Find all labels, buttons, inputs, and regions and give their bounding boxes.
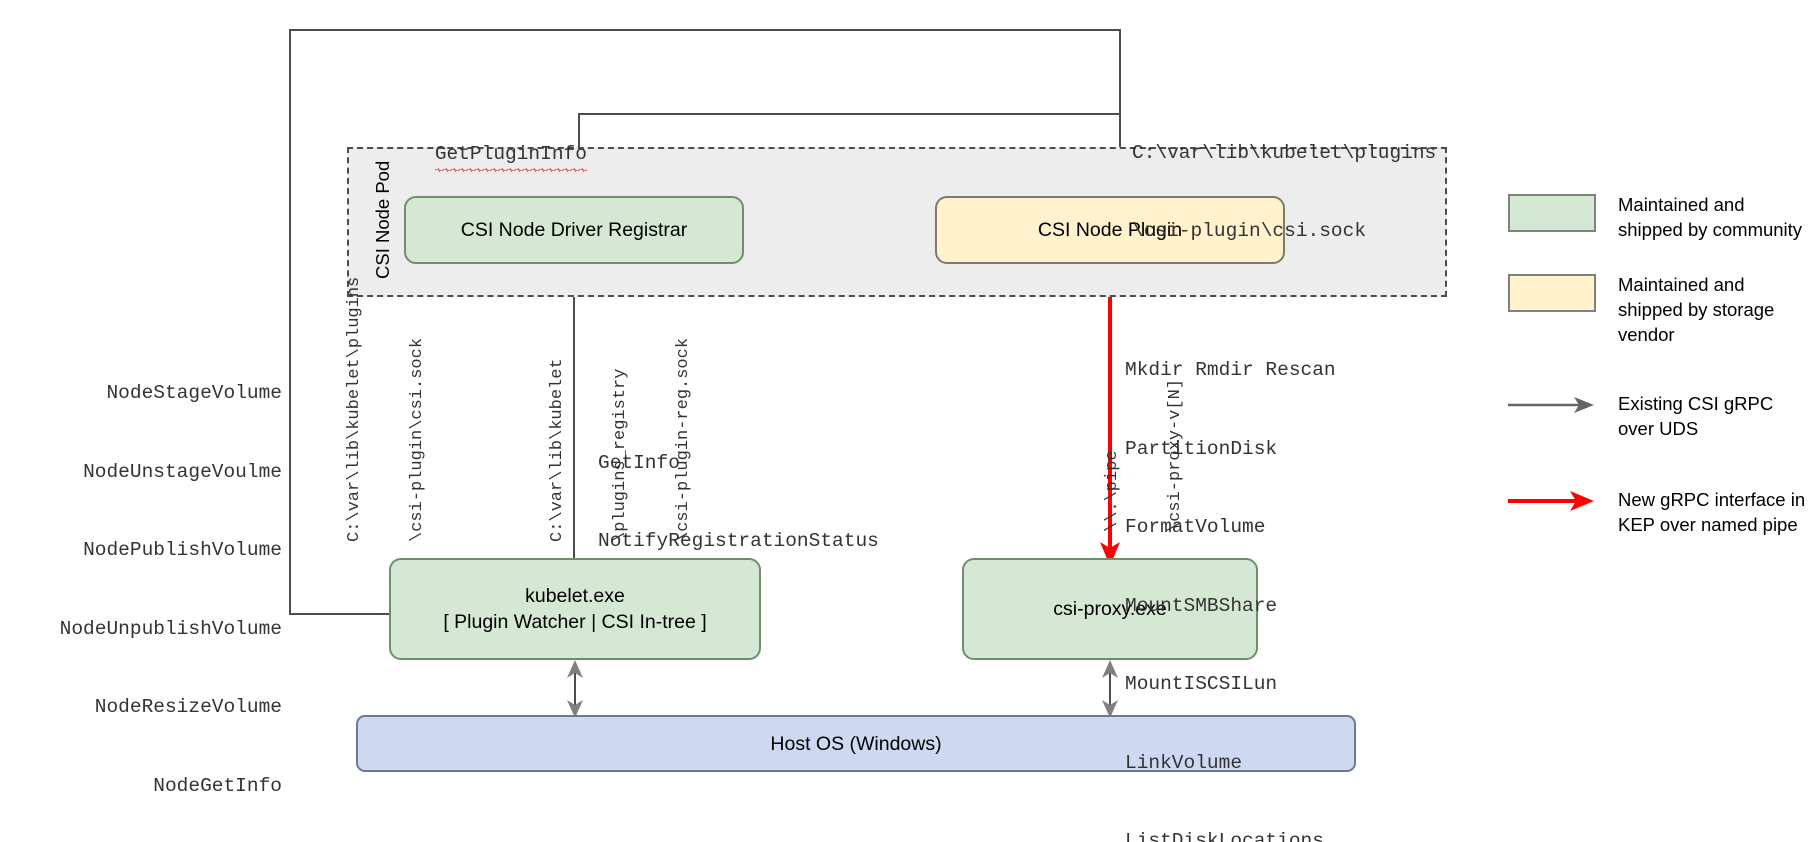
connector-csiproxy-hostos: [1109, 668, 1111, 712]
label-csi-sock-path-line1: C:\var\lib\kubelet\plugins: [1132, 142, 1437, 164]
label-csi-sock-path: C:\var\lib\kubelet\plugins \csi-plugin\c…: [1132, 88, 1436, 296]
connector-kubelet-left-stub: [289, 613, 391, 615]
legend-label-storage-vendor: Maintained and shipped by storage vendor: [1618, 274, 1775, 345]
box-csi-node-driver-registrar-label: CSI Node Driver Registrar: [460, 219, 688, 241]
legend-arrow-red-cell: [1508, 489, 1596, 527]
label-get-plugin-info-text: GetPluginInfo: [434, 143, 588, 172]
arrowhead-csiproxy-down-icon: [1102, 700, 1118, 718]
arrow-right-gray-icon: [1508, 397, 1594, 413]
legend-label-new-grpc: New gRPC interface in KEP over named pip…: [1618, 489, 1806, 535]
label-named-pipe-vertical-line1: \\.\pipe: [1103, 450, 1122, 532]
connector-nodeplugin-to-csiproxy-red: [1108, 264, 1112, 550]
legend-label-community: Maintained and shipped by community: [1618, 194, 1803, 240]
connector-inner-horizontal: [578, 113, 1120, 115]
legend-label-existing-csi: Existing CSI gRPC over UDS: [1618, 393, 1774, 439]
box-kubelet-exe-label: kubelet.exe: [525, 585, 625, 607]
box-host-os-label: Host OS (Windows): [770, 732, 942, 755]
label-kubelet-csi-sock-vertical: C:\var\lib\kubelet\plugins \csi-plugin\c…: [302, 277, 470, 542]
legend-item-storage-vendor: Maintained and shipped by storage vendor: [1508, 272, 1808, 347]
legend: Maintained and shipped by community Main…: [1508, 192, 1808, 567]
list-item: NodeResizeVolume: [94, 696, 282, 718]
list-registration-calls: GetInfo NotifyRegistrationStatus: [598, 398, 879, 606]
list-node-service-calls: NodeStageVolume NodeUnstageVoulme NodePu…: [0, 328, 282, 842]
box-csi-proxy-exe[interactable]: csi-proxy.exe: [962, 558, 1258, 660]
list-item: PartitionDisk: [1125, 437, 1278, 460]
list-item: Mkdir Rmdir Rescan: [1125, 359, 1336, 381]
label-kubelet-csi-sock-vertical-line1: C:\var\lib\kubelet\plugins: [345, 276, 364, 542]
box-csi-node-driver-registrar[interactable]: CSI Node Driver Registrar: [404, 196, 744, 264]
list-item: ListDiskLocations: [1125, 830, 1324, 842]
list-item: NodePublishVolume: [83, 539, 282, 561]
legend-item-existing-csi: Existing CSI gRPC over UDS: [1508, 391, 1808, 441]
label-plugins-registry-vertical-line1: C:\var\lib\kubelet: [548, 358, 567, 542]
box-kubelet-exe[interactable]: kubelet.exe [ Plugin Watcher | CSI In-tr…: [389, 558, 761, 660]
box-kubelet-exe-sublabel: [ Plugin Watcher | CSI In-tree ]: [443, 611, 707, 633]
legend-swatch-green: [1508, 194, 1596, 232]
connector-kubelet-hostos: [574, 668, 576, 712]
label-csi-sock-path-line2: \csi-plugin\csi.sock: [1132, 220, 1367, 242]
list-item: GetInfo: [598, 452, 680, 474]
list-item: NodeUnpublishVolume: [59, 617, 282, 640]
arrowhead-into-csi-proxy-red-icon: [1100, 542, 1120, 566]
legend-item-new-grpc: New gRPC interface in KEP over named pip…: [1508, 487, 1808, 537]
list-item: FormatVolume: [1125, 516, 1266, 538]
list-item: NodeGetInfo: [153, 774, 282, 797]
legend-item-community: Maintained and shipped by community: [1508, 192, 1808, 242]
list-item: MountISCSILun: [1125, 673, 1278, 695]
box-csi-proxy-exe-label: csi-proxy.exe: [1053, 598, 1167, 620]
arrow-right-red-icon: [1508, 491, 1594, 511]
connector-kubelet-left-vertical: [289, 29, 291, 614]
box-csi-node-plugin-label: CSI Node Plugin: [1037, 219, 1183, 241]
list-item: NotifyRegistrationStatus: [598, 530, 879, 552]
arrowhead-csiproxy-up-icon: [1102, 660, 1118, 678]
list-item: MountSMBShare: [1125, 594, 1278, 617]
label-kubelet-csi-sock-vertical-line2: \csi-plugin\csi.sock: [408, 337, 427, 542]
legend-swatch-yellow: [1508, 274, 1596, 312]
box-host-os[interactable]: Host OS (Windows): [356, 715, 1356, 772]
arrowhead-kubelet-up-icon: [567, 660, 583, 678]
connector-kubelet-to-registrar: [573, 275, 575, 558]
legend-arrow-gray-cell: [1508, 393, 1596, 431]
box-csi-node-plugin[interactable]: CSI Node Plugin: [935, 196, 1285, 264]
list-item: NodeStageVolume: [106, 382, 282, 404]
connector-top-horizontal-outer: [289, 29, 1121, 31]
arrowhead-kubelet-down-icon: [567, 700, 583, 718]
list-item: LinkVolume: [1125, 751, 1243, 774]
list-item: NodeUnstageVoulme: [83, 460, 282, 483]
list-csi-proxy-calls: Mkdir Rmdir Rescan PartitionDisk FormatV…: [1125, 305, 1336, 842]
connector-nodeplugin-down-outer: [1119, 29, 1121, 196]
label-get-plugin-info: GetPluginInfo: [388, 115, 588, 193]
